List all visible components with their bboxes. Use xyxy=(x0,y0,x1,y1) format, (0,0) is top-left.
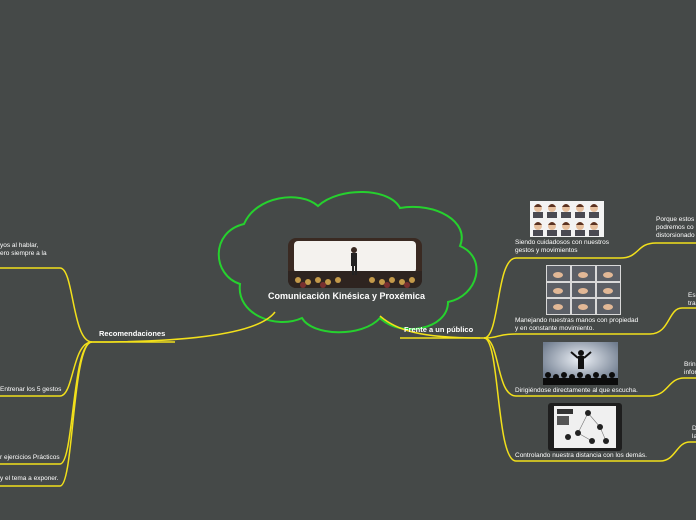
right-item-3[interactable]: Dirigiéndose directamente al que escucha… xyxy=(515,387,638,396)
hand-gestures-grid-photo xyxy=(546,265,621,315)
left-item-4[interactable]: y el tema a exponer. xyxy=(0,475,59,484)
left-item-2[interactable]: Entrenar los 5 gestos xyxy=(0,386,61,395)
branch-title-frente-a-un-publico[interactable]: Frente a un público xyxy=(404,326,473,335)
right-item-3-sub-line2[interactable]: infor xyxy=(684,369,696,378)
right-item-2-line2[interactable]: y en constante movimiento. xyxy=(515,325,594,334)
left-item-3[interactable]: r ejercicios Prácticos xyxy=(0,454,60,463)
right-item-1-sub-line3[interactable]: distorsionado xyxy=(656,232,695,241)
right-item-1-line2[interactable]: gestos y movimientos xyxy=(515,247,578,256)
branch-title-recomendaciones[interactable]: Recomendaciones xyxy=(99,330,165,339)
central-topic-title[interactable]: Comunicación Kinésica y Proxémica xyxy=(268,292,425,301)
faces-grid xyxy=(530,201,604,237)
right-item-4-sub-line2[interactable]: la xyxy=(692,433,696,442)
proxemics-diagram-photo xyxy=(548,403,622,451)
speaker-silhouette-audience-photo xyxy=(543,342,618,385)
presenter-on-stage-photo xyxy=(288,238,422,288)
right-item-2-sub-line2[interactable]: tra xyxy=(688,300,696,309)
left-item-1-line2[interactable]: ero siempre a la xyxy=(0,250,47,259)
facial-expressions-grid-photo xyxy=(530,201,604,237)
right-item-4[interactable]: Controlando nuestra distancia con los de… xyxy=(515,452,647,461)
